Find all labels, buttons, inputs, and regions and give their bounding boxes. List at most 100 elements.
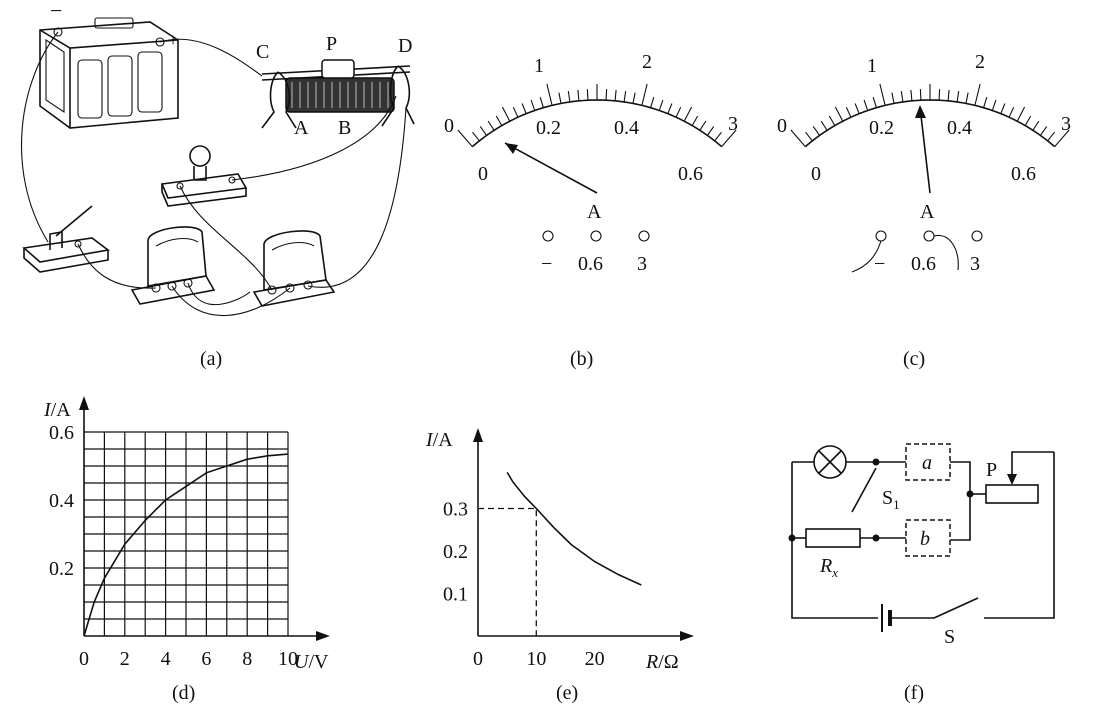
dial-tick bbox=[974, 83, 981, 106]
rheostat-p-label: P bbox=[986, 459, 997, 481]
x-axis-label: U/V bbox=[294, 651, 329, 673]
wire-to-minus bbox=[851, 240, 882, 273]
battery-minus-label: − bbox=[50, 0, 62, 23]
circuit-diagram: a Rx b S1 P S (f) bbox=[788, 443, 1055, 704]
dial-tick bbox=[891, 92, 895, 104]
dial-bottom-tick: 0.2 bbox=[869, 117, 894, 139]
ammeter-dial-b: 0 1 2 3 0 0.2 0.4 0.6 A − 0.6 3 (b) bbox=[444, 51, 738, 370]
dial-top-tick: 2 bbox=[975, 51, 985, 73]
panel-label-b: (b) bbox=[570, 348, 593, 370]
y-tick-labels: 0.10.20.3 bbox=[443, 499, 468, 606]
dial-unit-label: A bbox=[587, 201, 602, 223]
y-tick-label: 0.3 bbox=[443, 499, 468, 521]
dial-unit-label: A bbox=[920, 201, 935, 223]
terminal-label: − bbox=[874, 253, 885, 275]
junction-dot bbox=[872, 534, 880, 542]
dial-bottom-tick: 0 bbox=[811, 163, 821, 185]
rheostat-c-label: C bbox=[256, 41, 269, 63]
terminal-minus bbox=[875, 230, 887, 242]
y-axis-label: I/A bbox=[425, 429, 453, 451]
y-tick-label: 0.6 bbox=[49, 422, 74, 444]
resistor-rx bbox=[805, 528, 861, 548]
dial-bottom-tick: 0.2 bbox=[536, 117, 561, 139]
dial-tick bbox=[586, 89, 589, 101]
dial-top-tick: 1 bbox=[867, 55, 877, 77]
dial-tick bbox=[539, 97, 544, 108]
box-b-label: b bbox=[920, 528, 930, 550]
rheostat-b-label: B bbox=[338, 117, 351, 139]
dial-tick bbox=[790, 129, 806, 147]
slider-arrowhead bbox=[1007, 474, 1017, 485]
dial-tick bbox=[900, 91, 904, 102]
dial-bottom-tick: 0.6 bbox=[1011, 163, 1036, 185]
dial-tick bbox=[947, 89, 950, 101]
terminal-3 bbox=[638, 230, 650, 242]
battery-pack: − + bbox=[39, 0, 179, 129]
y-tick-label: 0.4 bbox=[49, 490, 74, 512]
dial-tick bbox=[641, 83, 648, 106]
switch-s1[interactable] bbox=[851, 467, 877, 513]
dial-top-tick: 3 bbox=[728, 113, 738, 135]
dial-tick bbox=[706, 126, 715, 136]
dial-tick bbox=[965, 92, 969, 104]
y-axis-arrow bbox=[473, 428, 483, 442]
switch-s1-label: S1 bbox=[882, 487, 900, 512]
switch-s[interactable] bbox=[933, 597, 979, 619]
rheostat: C P D A B bbox=[256, 33, 415, 139]
dial-top-tick: 1 bbox=[534, 55, 544, 77]
x-tick-label: 0 bbox=[79, 648, 89, 670]
meter-1 bbox=[130, 226, 216, 305]
terminal-label: 3 bbox=[970, 253, 980, 275]
x-tick-label: 0 bbox=[473, 648, 483, 670]
dial-tick bbox=[1032, 120, 1040, 131]
dial-tick bbox=[910, 89, 913, 101]
rheostat-symbol bbox=[985, 484, 1039, 504]
dial-pointer bbox=[919, 106, 931, 194]
dial-tick bbox=[879, 83, 886, 106]
x-axis-arrow bbox=[680, 631, 694, 641]
dial-tick bbox=[1039, 126, 1048, 136]
dial-tick bbox=[495, 115, 503, 126]
panel-label-e: (e) bbox=[556, 682, 578, 704]
x-tick-label: 6 bbox=[201, 648, 211, 670]
terminal-3 bbox=[971, 230, 983, 242]
terminal-label: 0.6 bbox=[578, 253, 603, 275]
x-tick-label: 2 bbox=[120, 648, 130, 670]
dial-tick bbox=[983, 97, 988, 108]
y-tick-label: 0.1 bbox=[443, 584, 468, 606]
dial-tick bbox=[854, 103, 860, 114]
x-tick-label: 4 bbox=[161, 648, 171, 670]
wire-left bbox=[791, 462, 878, 619]
x-axis-arrow bbox=[316, 631, 330, 641]
dial-tick bbox=[605, 89, 608, 101]
pointer-arrowhead bbox=[505, 143, 518, 154]
dial-top-tick: 0 bbox=[444, 115, 454, 137]
resistor-rx-label: Rx bbox=[819, 555, 838, 580]
dial-tick bbox=[632, 92, 636, 104]
dial-tick bbox=[623, 91, 627, 102]
dial-tick bbox=[812, 126, 821, 136]
lamp-board bbox=[160, 145, 248, 207]
dial-tick bbox=[721, 129, 737, 147]
x-tick-label: 20 bbox=[585, 648, 605, 670]
dial-tick bbox=[1000, 103, 1006, 114]
dial-tick bbox=[558, 92, 562, 104]
lamp-cross bbox=[818, 450, 842, 474]
dial-bottom-tick: 0.6 bbox=[678, 163, 703, 185]
terminal-0-6 bbox=[590, 230, 602, 242]
dial-tick bbox=[872, 97, 877, 108]
dial-tick bbox=[1047, 131, 1055, 142]
dial-arc bbox=[804, 99, 1056, 148]
dial-pointer bbox=[504, 142, 598, 194]
guide-dashed-lines bbox=[478, 507, 537, 636]
dial-tick bbox=[512, 106, 519, 118]
dial-tick bbox=[938, 89, 941, 101]
dial-tick bbox=[1024, 115, 1032, 126]
terminal-label: 0.6 bbox=[911, 253, 936, 275]
wire-right bbox=[984, 452, 1055, 619]
y-axis-label: I/A bbox=[43, 399, 71, 421]
